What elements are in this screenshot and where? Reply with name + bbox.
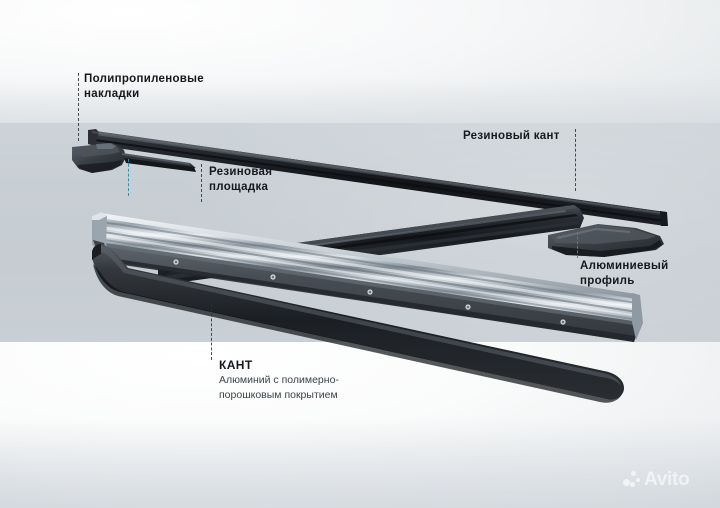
avito-watermark-text: Avito [644,469,690,490]
callout-aluminium-profile: Алюминиевый профиль [580,259,669,288]
leader-line-end-cap-left [128,159,129,196]
callout-polypropylene-pads: Полипропиленовые накладки [84,72,204,101]
callout-rubber-edge: Резиновый кант [463,129,560,144]
background-band-top [0,0,720,123]
leader-line-rubber-platform [201,164,202,202]
leader-line-end-cap-right [577,232,578,258]
avito-dots-icon [623,471,640,488]
part-end-cap-left [72,143,196,173]
leader-line-polypropylene-pads [78,73,79,141]
leader-line-kant [211,304,212,360]
callout-rubber-platform: Резиновая площадка [209,165,272,194]
callout-line: накладки [84,87,140,100]
callout-line: площадка [209,180,269,193]
part-aluminium-profile [92,212,643,342]
background-band-bottom [0,342,720,508]
avito-watermark: Avito [623,469,690,490]
kant-subtitle-line-2: порошковым покрытием [219,389,338,402]
callout-line: Резиновая [209,166,273,178]
leader-line-rubber-edge [575,129,576,191]
kant-subtitle-line-1: Алюминий с полимерно- [219,374,339,386]
callout-line: Резиновый кант [463,130,560,142]
callout-line: профиль [580,274,635,287]
callout-line: Полипропиленовые [84,73,204,85]
kant-title: КАНТ [219,358,253,372]
callout-kant: КАНТ Алюминий с полимерно- порошковым по… [219,358,339,403]
part-rubber-edge-strip [88,129,668,226]
callout-line: Алюминиевый [580,260,669,272]
part-kant-bar [92,244,624,403]
